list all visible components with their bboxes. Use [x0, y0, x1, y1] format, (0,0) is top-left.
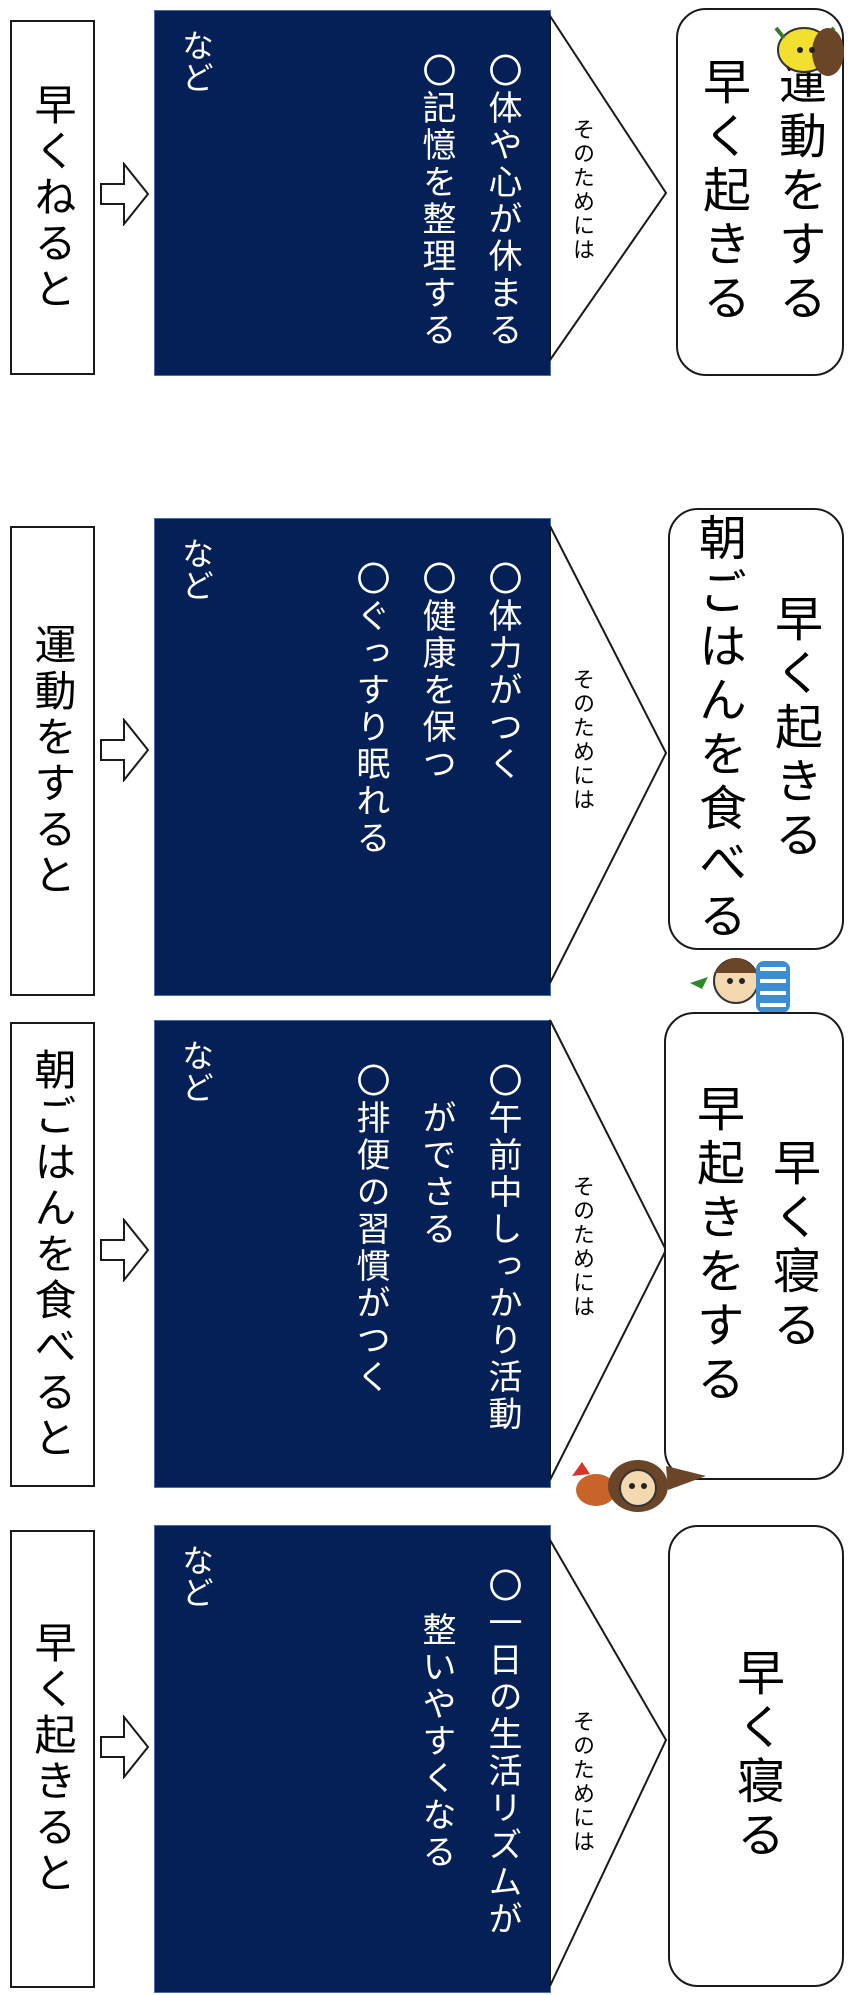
- caption-label: そのためには: [569, 668, 594, 812]
- benefit-item: 〇排便の習慣がつく: [350, 1063, 390, 1396]
- benefit-item: 〇ぐっすり眠れる: [350, 561, 390, 857]
- arrow-right-icon: [100, 1218, 150, 1282]
- result-item: 早く起きる: [766, 594, 822, 864]
- benefit-list: 〇午前中しっかり活動 がでさる 〇排便の習慣がつく: [350, 1063, 522, 1433]
- trigger-label: 早く起きると: [28, 1621, 77, 1897]
- row-sleep-early: 早くねると 〇体や心が休まる 〇記憶を整理する など そのためには 運動をする …: [0, 8, 851, 383]
- benefit-item: 〇健康を保つ: [416, 561, 456, 783]
- benefit-panel: 〇午前中しっかり活動 がでさる 〇排便の習慣がつく など: [154, 1020, 551, 1488]
- arrow-right-icon: [100, 718, 150, 782]
- callout-pointer: [549, 12, 668, 364]
- trigger-box: 運動をすると: [10, 526, 95, 996]
- row-wake-early: 早く起きると 〇一日の生活リズムが 整いやすくなる など そのためには 早く寝る: [0, 1510, 851, 1995]
- trigger-box: 早く起きると: [10, 1530, 95, 1988]
- etc-label: など: [177, 1544, 215, 1608]
- result-item: 早く寝る: [728, 1648, 784, 1864]
- tree-mascot-with-rooster-icon: [572, 1460, 706, 1512]
- etc-label: など: [177, 537, 215, 601]
- etc-label: など: [177, 1039, 215, 1103]
- caption-label: そのためには: [569, 118, 594, 262]
- callout-pointer: [549, 1536, 668, 1987]
- benefit-item: 〇一日の生活リズムが: [482, 1568, 522, 1938]
- trigger-label: 早くねると: [28, 82, 77, 313]
- benefit-item: 〇体や心が休まる: [482, 53, 522, 349]
- result-item: 早起きをする: [688, 1084, 744, 1408]
- result-box: 早く寝る 早起きをする: [664, 1012, 844, 1480]
- callout-pointer: [549, 1019, 668, 1481]
- trigger-box: 朝ごはんを食べると: [10, 1022, 95, 1487]
- benefit-item: 整いやすくなる: [416, 1612, 456, 1871]
- arrow-right-icon: [100, 1715, 150, 1779]
- etc-label: など: [177, 29, 215, 93]
- benefit-item: 〇記憶を整理する: [416, 53, 456, 349]
- benefit-list: 〇体や心が休まる 〇記憶を整理する: [416, 53, 522, 349]
- caption-label: そのためには: [569, 1175, 594, 1319]
- result-box: 早く寝る: [668, 1525, 844, 1987]
- benefit-panel: 〇体や心が休まる 〇記憶を整理する など: [154, 10, 551, 376]
- benefit-list: 〇体力がつく 〇健康を保つ 〇ぐっすり眠れる: [350, 561, 522, 857]
- tree-mascot-striped-shirt-icon: [690, 958, 790, 1013]
- result-box: 早く起きる 朝ごはんを食べる: [668, 508, 844, 950]
- result-item: 早く寝る: [764, 1138, 820, 1354]
- arrow-right-icon: [100, 162, 150, 226]
- caption-label: そのためには: [569, 1710, 594, 1854]
- benefit-item: 〇体力がつく: [482, 561, 522, 783]
- benefit-list: 〇一日の生活リズムが 整いやすくなる: [416, 1568, 522, 1938]
- tree-mascot-with-lemon-icon: [774, 26, 844, 76]
- trigger-label: 運動をすると: [28, 623, 77, 899]
- trigger-box: 早くねると: [10, 20, 95, 375]
- benefit-item: がでさる: [416, 1063, 456, 1248]
- benefit-panel: 〇一日の生活リズムが 整いやすくなる など: [154, 1525, 551, 1993]
- benefit-panel: 〇体力がつく 〇健康を保つ 〇ぐっすり眠れる など: [154, 518, 551, 996]
- trigger-label: 朝ごはんを食べると: [28, 1047, 77, 1462]
- result-item: 運動をする: [770, 57, 826, 327]
- result-item: 早く起きる: [694, 57, 750, 327]
- row-breakfast: 朝ごはんを食べると 〇午前中しっかり活動 がでさる 〇排便の習慣がつく など そ…: [0, 1010, 851, 1512]
- callout-pointer: [549, 525, 668, 984]
- result-item: 朝ごはんを食べる: [690, 513, 746, 945]
- benefit-item: 〇午前中しっかり活動: [482, 1063, 522, 1433]
- row-exercise: 運動をすると 〇体力がつく 〇健康を保つ 〇ぐっすり眠れる など そのためには …: [0, 508, 851, 1013]
